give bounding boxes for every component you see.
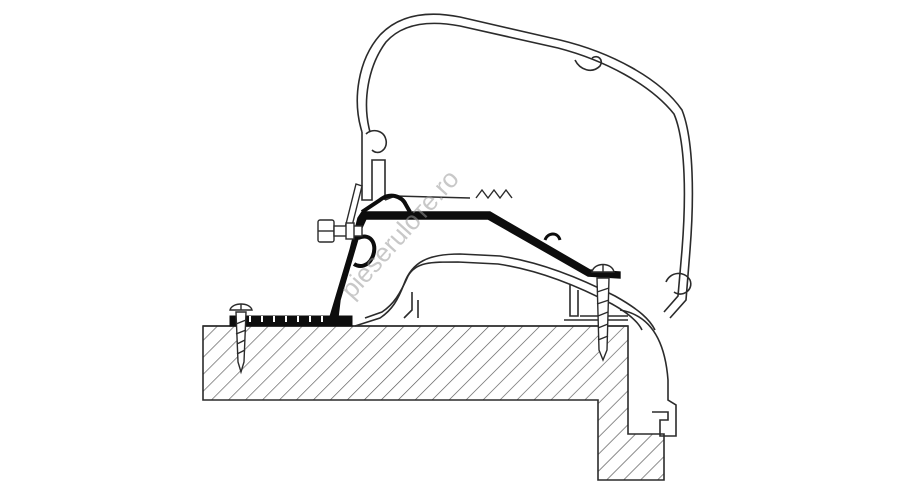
- awning-adapter-bracket: [229, 193, 621, 327]
- right-screw: [591, 263, 615, 362]
- adapter-base-plate: [229, 315, 353, 327]
- lower-profile-outer: [354, 253, 656, 331]
- roof-hatched-body: [202, 325, 665, 481]
- cassette-outer-shell: [356, 13, 694, 319]
- left-screw: [229, 303, 253, 375]
- cassette-right-hook: [665, 272, 692, 295]
- adapter-small-hook: [543, 232, 562, 241]
- cassette-upper-hook: [574, 55, 603, 72]
- lower-profile: [354, 253, 656, 331]
- cassette-front-profile: [619, 309, 677, 437]
- adapter-top-hook: [360, 193, 412, 214]
- adapter-base-teeth: [249, 316, 323, 322]
- adapter-top-ridges: [475, 188, 513, 200]
- bolt-nut: [345, 222, 355, 240]
- cassette-left-clip: [365, 129, 388, 154]
- lower-profile-inner: [364, 261, 643, 331]
- lower-profile-tail: [403, 292, 419, 319]
- bolt-assembly: [317, 219, 363, 243]
- adapter-main-profile: [329, 211, 621, 318]
- cassette-left-rail: [361, 132, 386, 201]
- right-support-plate: [564, 284, 628, 321]
- left-screw-thread: [235, 319, 247, 355]
- awning-cassette: [356, 13, 694, 437]
- cassette-inner-shell: [365, 22, 686, 313]
- roof-section: [202, 325, 665, 481]
- adapter-side-clip: [352, 234, 377, 268]
- right-screw-thread: [596, 287, 610, 341]
